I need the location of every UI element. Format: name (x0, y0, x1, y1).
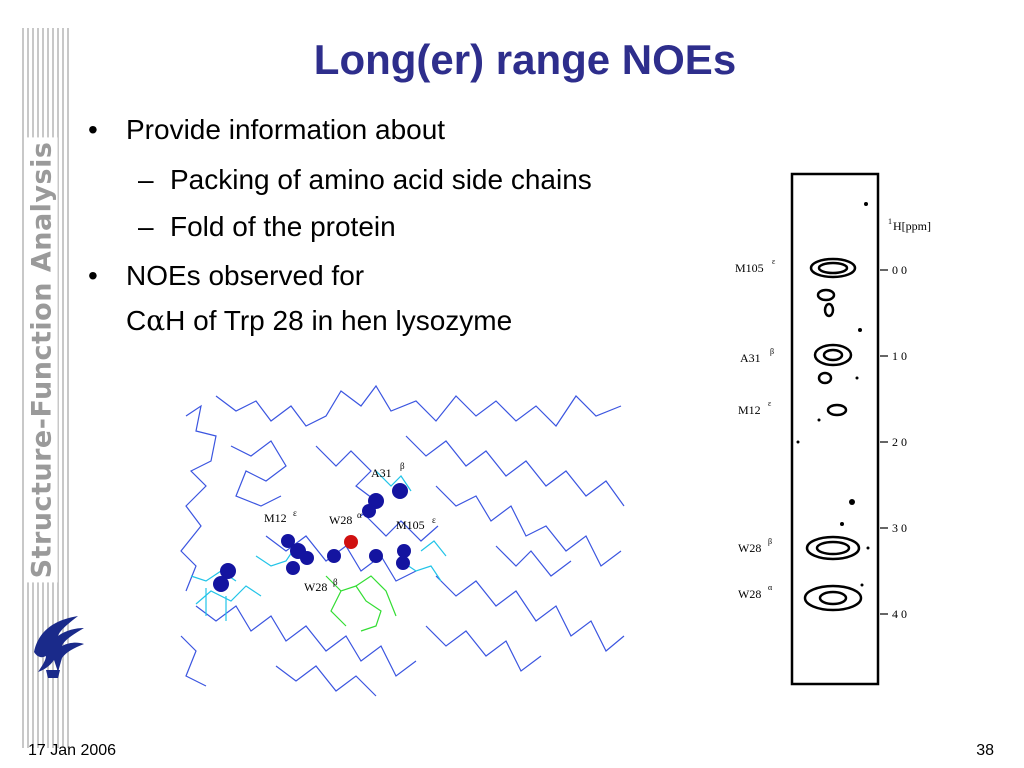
footer-page-number: 38 (976, 742, 994, 759)
peak-contour (809, 257, 857, 279)
slide-title: Long(er) range NOEs (313, 36, 737, 83)
peak-label-w28-alpha-sup: α (768, 583, 773, 592)
atom-w28-beta-1 (327, 549, 341, 563)
label-m105-sup: ε (432, 515, 436, 525)
protein-structure-figure: A31 β M12 ε W28 α M105 ε W28 β (180, 384, 625, 697)
bullet-symbol: • (88, 260, 98, 291)
tick-label-4: 4 0 (892, 607, 907, 621)
sub-bullet-text: Fold of the protein (170, 211, 396, 242)
peak-label-w28-beta-sup: β (768, 537, 772, 546)
label-w28-top: W28 (329, 513, 352, 527)
peak-label-m105: M105 (735, 261, 764, 275)
dash-symbol: – (138, 164, 154, 195)
tick-label-3: 3 0 (892, 521, 907, 535)
side-course-title: Structure-Function Analysis (26, 137, 58, 583)
peak-label-m105-sup: ε (772, 257, 776, 266)
label-m12: M12 (264, 511, 287, 525)
label-a31: A31 (371, 466, 392, 480)
dash-symbol: – (138, 211, 154, 242)
label-w28-top-sup: α (357, 510, 362, 520)
atom-m12-3 (300, 551, 314, 565)
atom-m12-4 (286, 561, 300, 575)
label-a31-sup: β (400, 461, 405, 471)
text-rest: H of Trp 28 in hen lysozyme (165, 305, 513, 336)
label-m105: M105 (396, 518, 425, 532)
nmr-spectrum-strip: 1 H[ppm] 0 0 1 0 2 0 3 0 4 0 M105 ε A31 … (735, 172, 931, 686)
axis-label-sup: 1 (888, 217, 892, 226)
peak-label-w28-beta: W28 (738, 541, 761, 555)
footer-date: 17 Jan 2006 (28, 742, 117, 759)
atom-m12-1 (281, 534, 295, 548)
sub-bullet-text: Packing of amino acid side chains (170, 164, 592, 195)
label-m12-sup: ε (293, 508, 297, 518)
axis-label: H[ppm] (893, 219, 931, 233)
tick-label-2: 2 0 (892, 435, 907, 449)
label-w28-bottom: W28 (304, 580, 327, 594)
tick-label-1: 1 0 (892, 349, 907, 363)
peak-label-a31: A31 (740, 351, 761, 365)
peak-label-a31-sup: β (770, 347, 774, 356)
peak-label-m12: M12 (738, 403, 761, 417)
atom-left-2 (213, 576, 229, 592)
atom-left-1 (220, 563, 236, 579)
atom-a31-1 (392, 483, 408, 499)
text-c: C (126, 305, 147, 336)
bullet-text: NOEs observed for (126, 260, 365, 291)
text-alpha: α (146, 304, 166, 337)
tick-label-0: 0 0 (892, 263, 907, 277)
bullet-symbol: • (88, 114, 98, 145)
bullet-text: Provide information about (126, 114, 446, 145)
atom-m105-1 (369, 549, 383, 563)
atom-w28-alpha (344, 535, 358, 549)
atom-m105-2 (397, 544, 411, 558)
griffin-logo-icon (34, 616, 84, 678)
label-w28-bottom-sup: β (333, 577, 338, 587)
peak-label-w28-alpha: W28 (738, 587, 761, 601)
atom-a31-3 (362, 504, 376, 518)
atom-m105-3 (396, 556, 410, 570)
bullet-item-2-line-2: CαH of Trp 28 in hen lysozyme (126, 304, 512, 337)
spectrum-frame (790, 172, 880, 686)
peak-label-m12-sup: ε (768, 399, 772, 408)
